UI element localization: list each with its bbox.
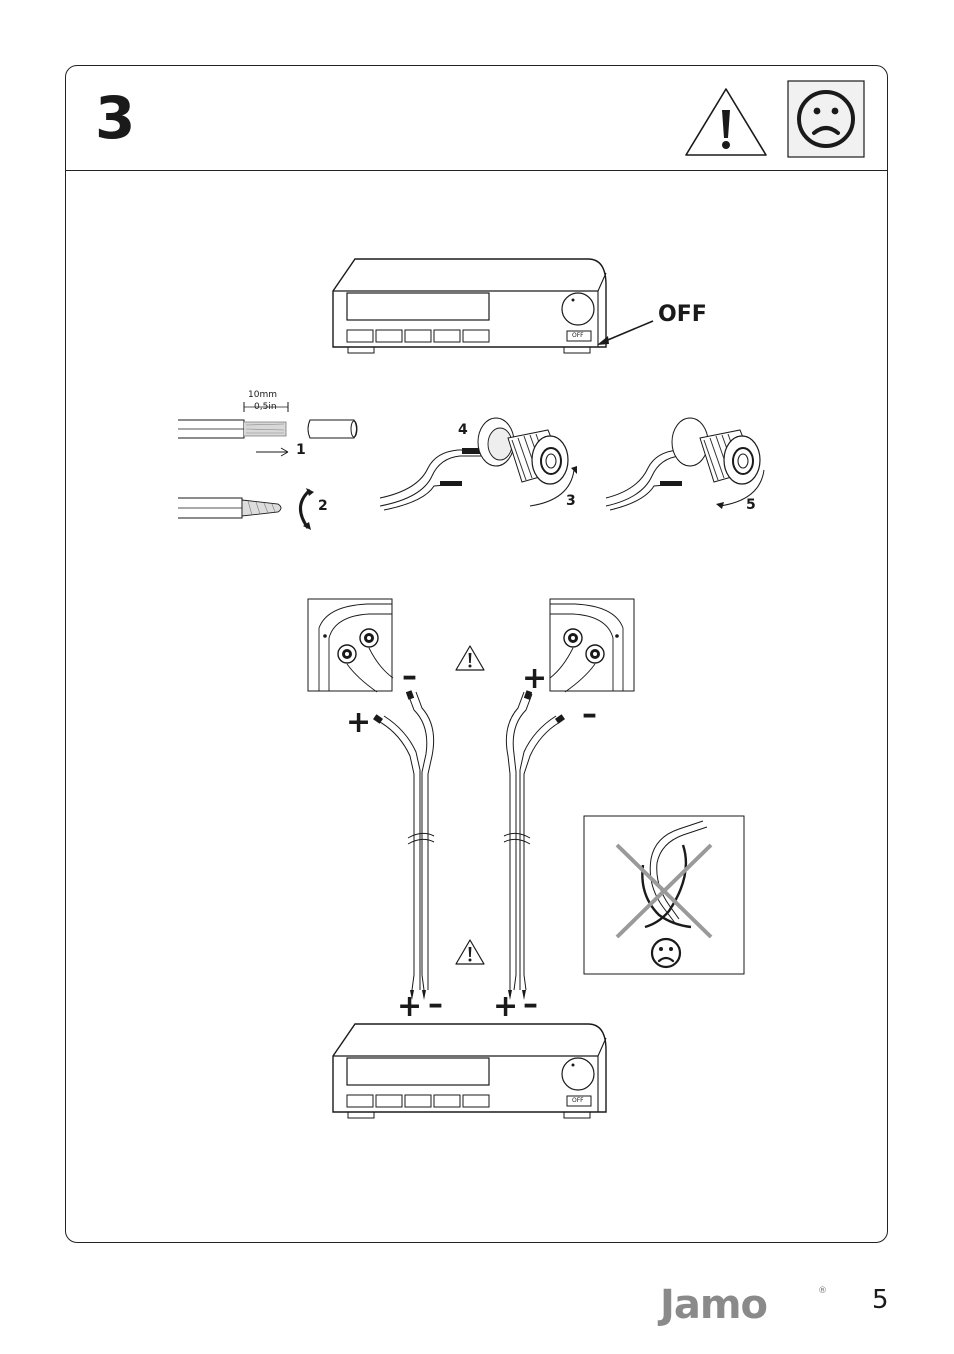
strip-step-2: 2	[318, 498, 328, 514]
warning-triangle-icon	[454, 644, 486, 672]
page-number: 5	[872, 1285, 889, 1315]
amp-left-plus-label: +	[397, 992, 422, 1022]
left-speaker-cable	[370, 690, 450, 1020]
wire-twist-diagram	[178, 486, 328, 532]
right-plus-label: +	[522, 664, 547, 694]
amp-left-minus-label: –	[428, 990, 443, 1020]
sad-face-icon	[649, 936, 683, 970]
amp-right-plus-label: +	[493, 992, 518, 1022]
header-divider	[65, 170, 888, 171]
terminal-step-5: 5	[746, 497, 756, 513]
step-number: 3	[95, 82, 135, 154]
right-minus-label: –	[582, 700, 597, 730]
amplifier-top	[330, 255, 610, 357]
amp-bottom-off-button: OFF	[572, 1097, 584, 1104]
sad-face-icon	[787, 80, 865, 158]
off-label: OFF	[658, 302, 707, 327]
warning-triangle-icon	[454, 938, 486, 966]
amp-top-off-button: OFF	[572, 332, 584, 339]
off-callout-arrow	[595, 318, 665, 348]
left-speaker-terminals	[307, 598, 393, 692]
left-plus-label: +	[346, 708, 371, 738]
strip-length-mm: 10mm	[248, 390, 277, 400]
right-speaker-cable	[490, 690, 570, 1020]
warning-triangle-icon	[683, 86, 769, 158]
amp-right-minus-label: –	[523, 990, 538, 1020]
binding-post-insert	[378, 410, 588, 520]
terminal-step-4: 4	[458, 422, 468, 438]
strip-length-in: 0,5in	[254, 402, 277, 412]
left-minus-label: –	[402, 662, 417, 692]
amplifier-bottom	[330, 1020, 610, 1122]
terminal-step-3: 3	[566, 493, 576, 509]
strip-step-1: 1	[296, 442, 306, 458]
jamo-logo: Jamo	[660, 1282, 767, 1328]
right-speaker-terminals	[549, 598, 635, 692]
registered-mark: ®	[818, 1286, 827, 1296]
